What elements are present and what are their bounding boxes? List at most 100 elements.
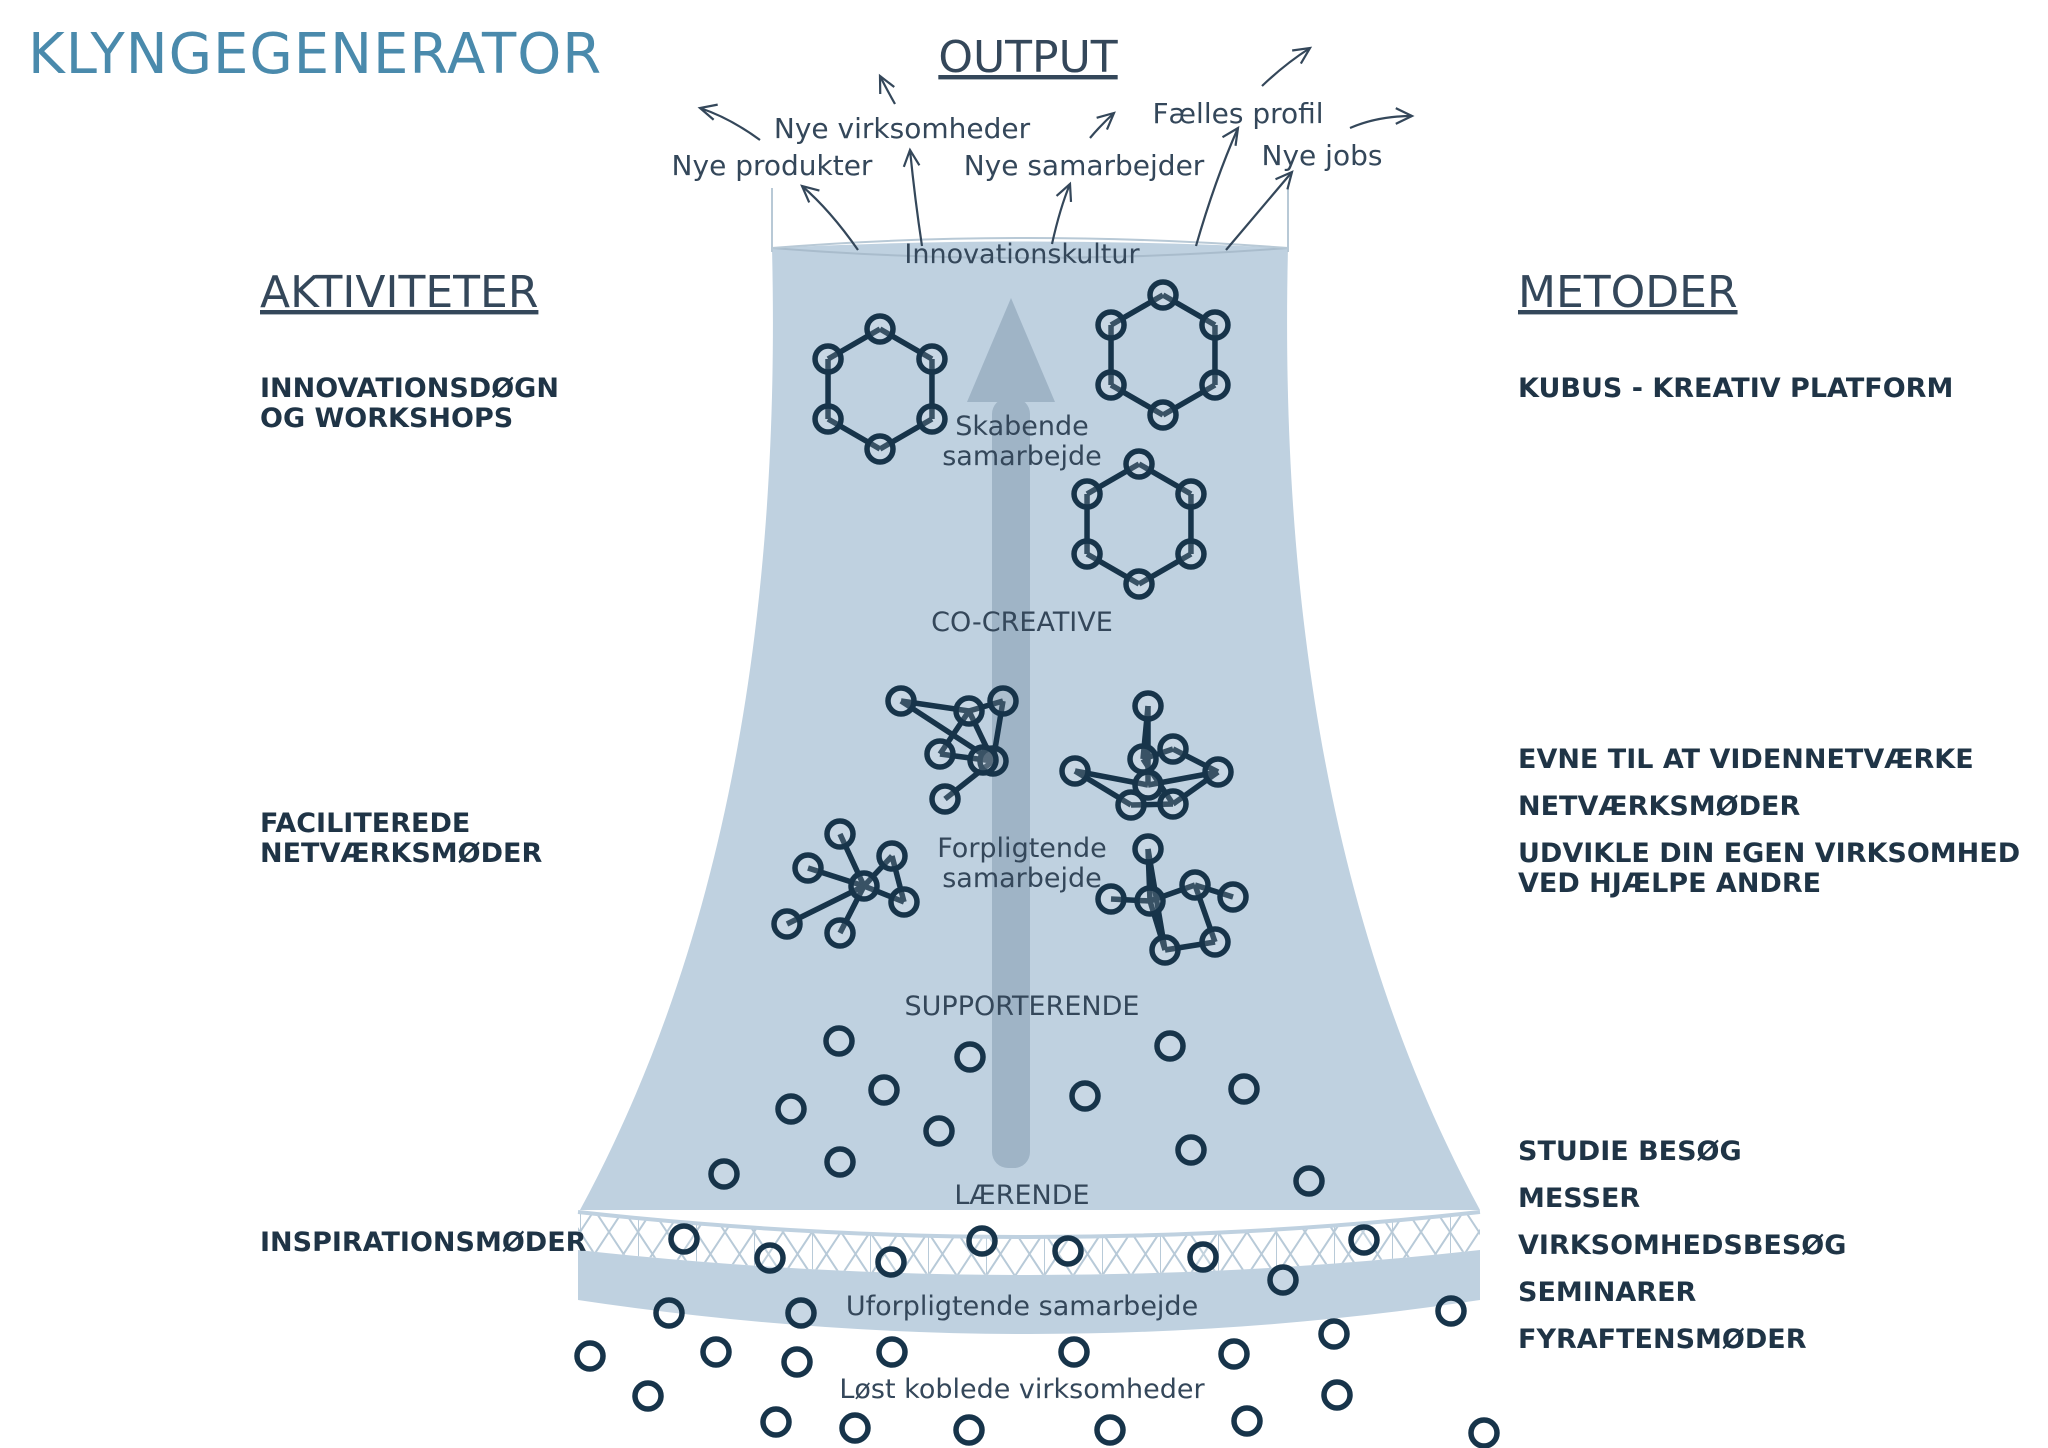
loose-company-node bbox=[785, 1297, 817, 1329]
loose-company-node bbox=[1267, 1264, 1299, 1296]
loose-company-node bbox=[839, 1412, 871, 1444]
loose-company-node bbox=[1175, 1134, 1207, 1166]
loose-company-node bbox=[1321, 1379, 1353, 1411]
label-noncommittal-collab: Uforpligtende samarbejde bbox=[846, 1291, 1198, 1322]
method-seminars: SEMINARER bbox=[1518, 1277, 1697, 1308]
network-link bbox=[939, 751, 994, 764]
loose-company-node bbox=[954, 1041, 986, 1073]
arrowhead bbox=[902, 147, 921, 168]
network-link bbox=[1137, 461, 1193, 497]
network-node bbox=[916, 403, 948, 435]
truss-pattern bbox=[578, 1212, 1480, 1275]
loose-company-node bbox=[754, 1242, 786, 1274]
page-title: KLYNGEGENERATOR bbox=[28, 22, 602, 87]
arrowhead bbox=[1292, 46, 1313, 65]
loose-company-node bbox=[700, 1336, 732, 1368]
network-link bbox=[878, 416, 934, 452]
network-link bbox=[1109, 292, 1165, 328]
label-loosely-coupled: Løst koblede virksomheder bbox=[839, 1374, 1205, 1405]
arrowhead bbox=[878, 73, 895, 95]
network-node bbox=[1199, 369, 1231, 401]
arrowhead bbox=[1221, 125, 1240, 146]
network-link bbox=[1130, 801, 1174, 808]
company-networks bbox=[574, 279, 1500, 1448]
network-node bbox=[1071, 538, 1103, 570]
network-node bbox=[967, 744, 999, 776]
output-arrow bbox=[1349, 114, 1413, 130]
network-node bbox=[987, 685, 1019, 717]
loose-company-node bbox=[823, 1025, 855, 1057]
method-develop-business-line2: VED HJÆLPE ANDRE bbox=[1518, 868, 1821, 899]
heading-output: OUTPUT bbox=[938, 32, 1117, 83]
network-node bbox=[885, 685, 917, 717]
network-node bbox=[1147, 279, 1179, 311]
label-innovation-culture: Innovationskultur bbox=[904, 239, 1140, 270]
network-node bbox=[1059, 755, 1091, 787]
method-knowledge-network: EVNE TIL AT VIDENNETVÆRKE bbox=[1518, 744, 1974, 775]
network-link bbox=[943, 758, 995, 802]
network-link bbox=[937, 709, 972, 756]
label-learning: LÆRENDE bbox=[954, 1180, 1089, 1211]
loose-company-node bbox=[953, 1414, 985, 1446]
network-node bbox=[1202, 756, 1234, 788]
loose-company-node bbox=[1052, 1235, 1084, 1267]
network-node bbox=[888, 886, 920, 918]
network-node bbox=[953, 695, 985, 727]
arrowhead bbox=[697, 103, 718, 121]
network-node bbox=[864, 313, 896, 345]
network-node bbox=[812, 403, 844, 435]
network-node bbox=[1217, 881, 1249, 913]
network-node bbox=[916, 343, 948, 375]
arrowhead bbox=[800, 184, 820, 203]
arrowhead bbox=[1275, 170, 1294, 190]
network-link bbox=[1085, 461, 1141, 497]
tower-rim bbox=[771, 247, 1289, 259]
method-after-work-meetings: FYRAFTENSMØDER bbox=[1518, 1324, 1807, 1355]
network-node bbox=[1123, 448, 1155, 480]
network-link bbox=[1161, 292, 1217, 328]
output-arrow bbox=[801, 185, 859, 251]
loose-company-node bbox=[876, 1336, 908, 1368]
output-new-collaborations: Nye samarbejder bbox=[964, 149, 1205, 182]
network-link bbox=[837, 884, 867, 935]
loose-company-node bbox=[824, 1146, 856, 1178]
output-arrow bbox=[699, 106, 761, 141]
loose-company-node bbox=[1318, 1318, 1350, 1350]
network-link bbox=[826, 326, 882, 362]
loose-company-node bbox=[966, 1225, 998, 1257]
loose-company-node bbox=[708, 1158, 740, 1190]
loose-company-node bbox=[1069, 1080, 1101, 1112]
network-link bbox=[1164, 939, 1216, 953]
network-link bbox=[1147, 900, 1168, 951]
loose-company-node bbox=[632, 1380, 664, 1412]
network-node bbox=[1071, 478, 1103, 510]
network-node bbox=[812, 343, 844, 375]
network-node bbox=[848, 870, 880, 902]
output-arrow bbox=[1194, 127, 1240, 247]
output-new-products: Nye produkter bbox=[672, 149, 873, 182]
loose-company-node bbox=[653, 1297, 685, 1329]
network-node bbox=[824, 917, 856, 949]
network-node bbox=[1147, 399, 1179, 431]
loose-company-node bbox=[668, 1223, 700, 1255]
output-arrow bbox=[1050, 183, 1072, 245]
truss-top-edge bbox=[577, 1210, 1481, 1239]
network-link bbox=[837, 832, 867, 888]
method-network-meetings: NETVÆRKSMØDER bbox=[1518, 791, 1800, 822]
network-link bbox=[861, 854, 895, 888]
network-link bbox=[1171, 769, 1220, 807]
loose-company-node bbox=[775, 1093, 807, 1125]
network-node bbox=[1134, 885, 1166, 917]
loose-company-node bbox=[875, 1246, 907, 1278]
arrowhead bbox=[1096, 111, 1116, 130]
network-node bbox=[792, 852, 824, 884]
network-node bbox=[1095, 309, 1127, 341]
network-link bbox=[1142, 746, 1174, 762]
network-node bbox=[1179, 869, 1211, 901]
network-link bbox=[862, 883, 906, 905]
activity-inspiration: INSPIRATIONSMØDER bbox=[260, 1227, 587, 1258]
loose-company-node bbox=[1154, 1030, 1186, 1062]
output-arrow bbox=[1089, 112, 1115, 139]
